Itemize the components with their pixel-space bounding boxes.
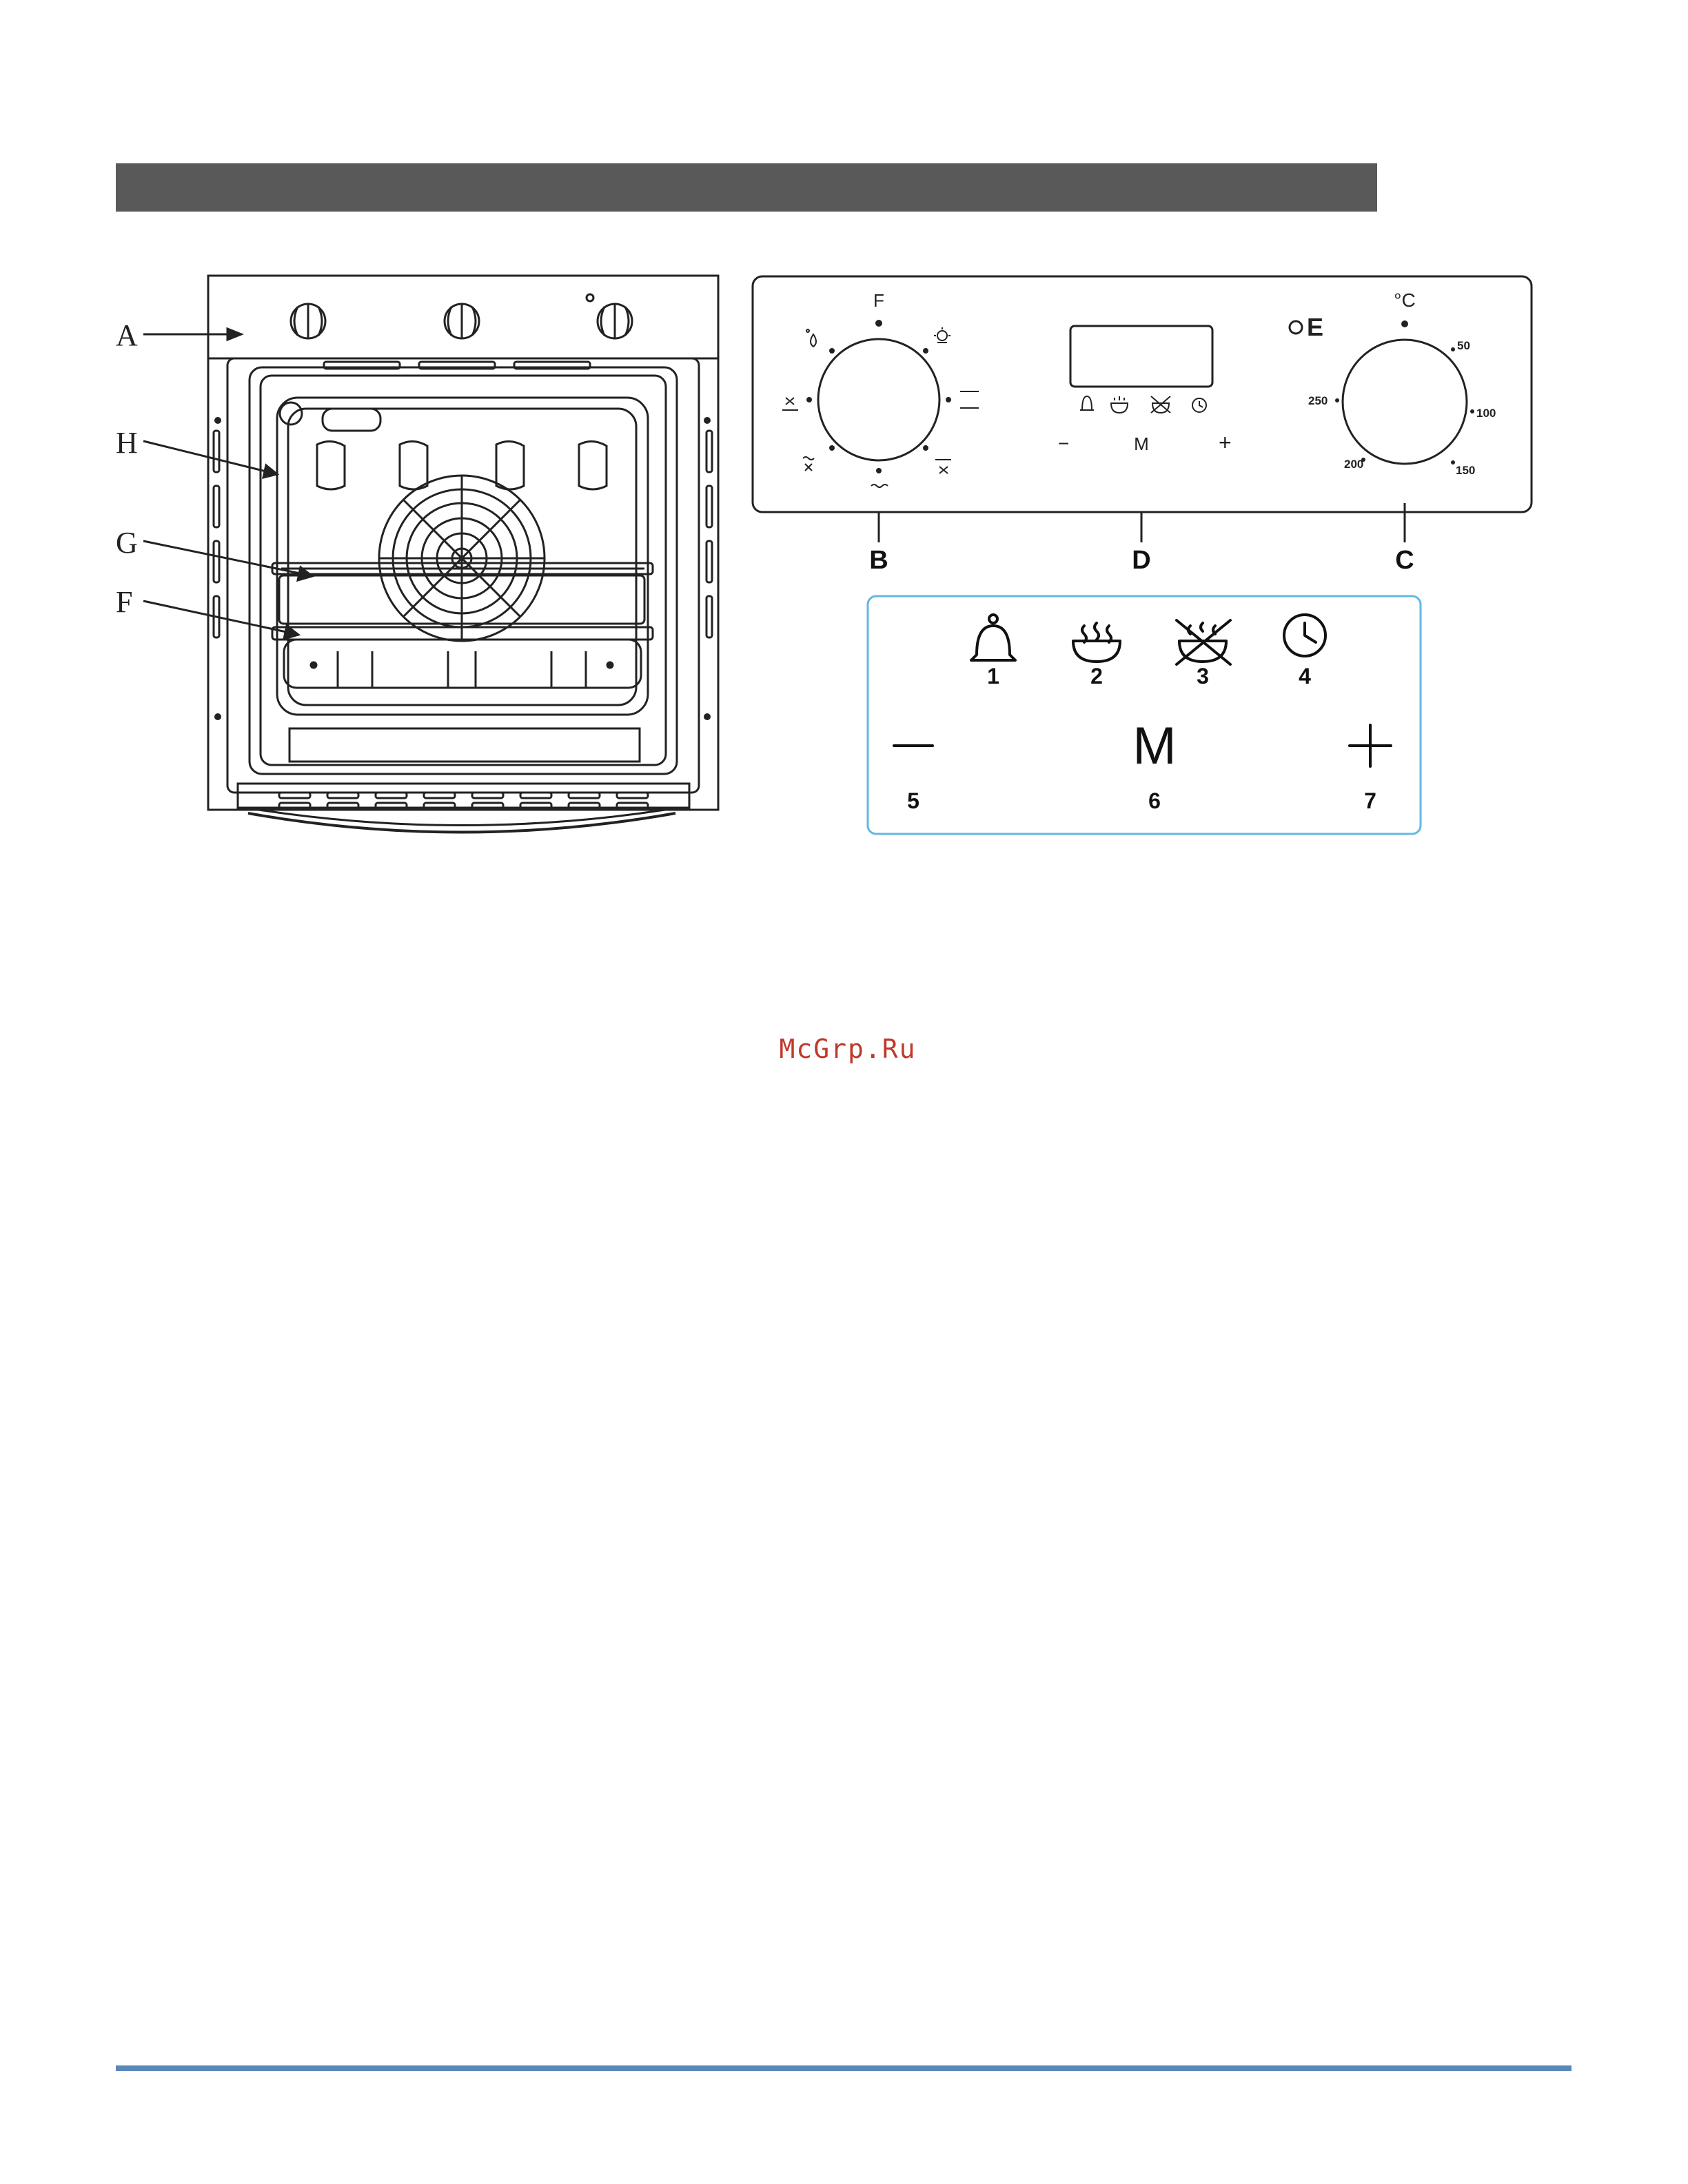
touch-panel-outline xyxy=(868,596,1421,834)
callout-label-h: H xyxy=(116,426,138,460)
callout-label-g: G xyxy=(116,526,138,560)
temperature-tick-100: 100 xyxy=(1476,407,1496,420)
control-panel-outline xyxy=(753,276,1532,512)
steaming-dish-icon xyxy=(1073,623,1120,662)
oven-control-strip xyxy=(208,276,718,358)
section-header-bar xyxy=(116,163,1377,212)
callout-label-f: F xyxy=(116,585,132,619)
indicator-light xyxy=(1290,321,1302,334)
callout-line-f xyxy=(143,601,289,633)
temperature-tick-150: 150 xyxy=(1456,464,1475,477)
key-number-4: 4 xyxy=(1299,664,1311,688)
temperature-tick-200: 200 xyxy=(1344,458,1363,471)
key-number-1: 1 xyxy=(987,664,999,688)
function-knob-top-label: F xyxy=(873,290,884,311)
top-bottom-heat-icon xyxy=(960,391,979,408)
temperature-tick-50: 50 xyxy=(1457,339,1470,352)
indicator-label-e: E xyxy=(1307,313,1323,341)
fan-bottom-icon xyxy=(803,457,814,471)
temperature-unit-label: °C xyxy=(1394,289,1415,311)
key-number-6: 6 xyxy=(1148,788,1161,813)
oven-front-drawing: A H G F xyxy=(103,265,738,858)
key-number-2: 2 xyxy=(1090,664,1103,688)
defrost-icon xyxy=(811,334,816,347)
bottom-heat-icon xyxy=(871,484,888,487)
key-number-7: 7 xyxy=(1364,788,1376,813)
fan-cover xyxy=(379,476,545,641)
callout-label-a: A xyxy=(116,318,138,352)
fan-heat-icon xyxy=(782,398,798,410)
temperature-knob: °C 50 100 150 200 250 xyxy=(1308,289,1496,477)
display-screen xyxy=(1070,326,1212,387)
clock-icon xyxy=(1284,615,1325,656)
display-plus-symbol: + xyxy=(1219,430,1232,455)
watermark-text: McGrp.Ru xyxy=(689,1034,1006,1064)
temperature-tick-250: 250 xyxy=(1308,394,1328,407)
key-number-5: 5 xyxy=(907,788,919,813)
no-steam-dish-icon xyxy=(1177,620,1230,664)
footer-rule xyxy=(116,2065,1572,2071)
touch-panel-detail: 1 2 3 4 5 M 6 7 xyxy=(865,593,1437,841)
function-knob: F xyxy=(782,290,979,487)
display-module: − M + xyxy=(1058,326,1232,455)
panel-label-d: D xyxy=(1132,546,1150,575)
lamp-icon xyxy=(937,331,947,340)
bell-icon xyxy=(971,615,1015,660)
mode-key-symbol: M xyxy=(1132,717,1176,775)
control-panel-drawing: F − M + E °C 50 100 150 200 250 xyxy=(744,265,1544,582)
no-steam-dish-icon xyxy=(1151,396,1170,413)
panel-label-b: B xyxy=(869,546,888,575)
steaming-dish-icon xyxy=(1111,396,1128,413)
callout-line-g xyxy=(143,541,303,574)
fan-grill-icon xyxy=(935,460,951,473)
display-m-symbol: M xyxy=(1134,433,1149,454)
display-minus-symbol: − xyxy=(1058,433,1069,454)
bell-icon xyxy=(1080,396,1094,410)
panel-label-c: C xyxy=(1395,546,1414,575)
key-number-3: 3 xyxy=(1197,664,1209,688)
